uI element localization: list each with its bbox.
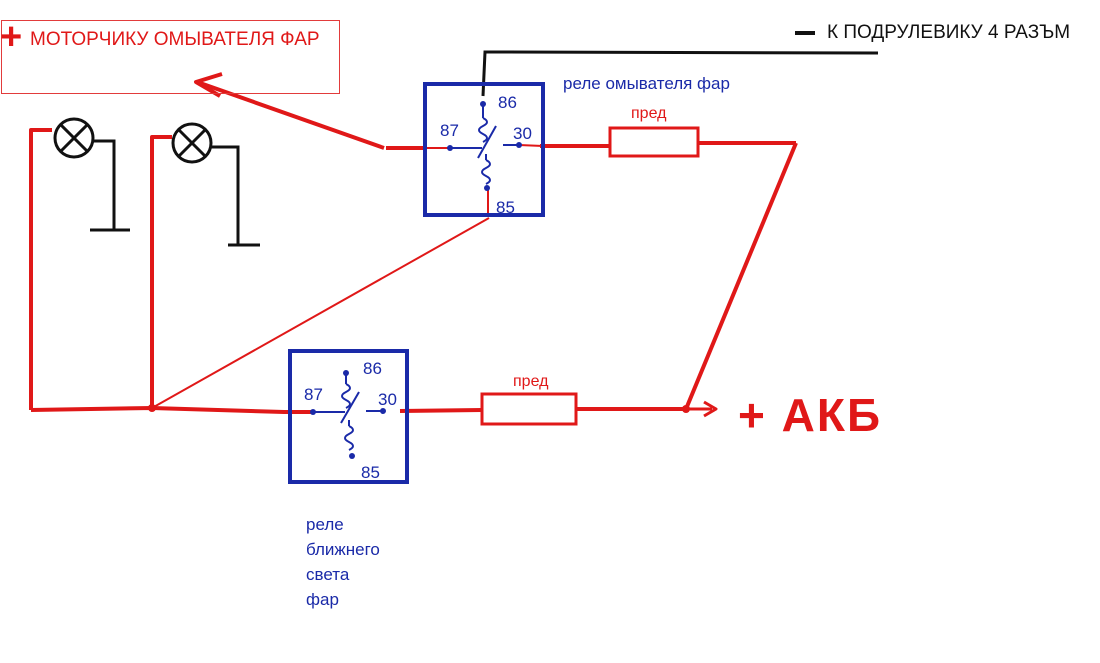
control-wire-85 (151, 217, 490, 409)
relay-low-title-line: фар (306, 590, 339, 609)
relay-washer-internals (450, 105, 519, 185)
relay-low-box (288, 349, 409, 484)
ground-wires (90, 139, 260, 247)
relay-low-title-line: реле (306, 515, 344, 534)
pin-dot (343, 370, 349, 376)
fuse-low-label: пред (513, 373, 549, 390)
relay-washer-pin-30: 30 (513, 124, 532, 143)
pin-dot (310, 409, 316, 415)
pin-dot (516, 142, 522, 148)
battery-label: + АКБ (738, 389, 883, 441)
relay-low-title-line: света (306, 565, 350, 584)
relay-washer-title: реле омывателя фар (563, 74, 730, 93)
pin-dot (484, 185, 490, 191)
relay-low-internals (313, 375, 383, 451)
relay-low-pin-87: 87 (304, 385, 323, 404)
power-wires (29, 72, 798, 418)
washer-motor-plus: + (0, 16, 23, 58)
lamp-1 (53, 117, 95, 159)
pin-dot (447, 145, 453, 151)
fuse-low-beam (480, 392, 578, 426)
lamp-2 (171, 122, 213, 164)
junction-dot (148, 404, 156, 412)
relay-low-pin-85: 85 (361, 463, 380, 482)
relay-low-pins (310, 370, 386, 459)
relay-washer-pin-86: 86 (498, 93, 517, 112)
relay-low-title-line: ближнего (306, 540, 380, 559)
pin-dot (380, 408, 386, 414)
washer-motor-box (1, 20, 340, 94)
steering-signal-wire (481, 31, 879, 97)
relay-low-pin-86: 86 (363, 359, 382, 378)
relay-washer-pin-87: 87 (440, 121, 459, 140)
relay-low-title: реле ближнего света фар (306, 512, 380, 612)
fuse-washer (608, 126, 700, 158)
relay-washer-box (423, 82, 545, 217)
junction-dot (682, 405, 690, 413)
pin-dot (480, 101, 486, 107)
junctions (148, 404, 690, 413)
washer-motor-label: МОТОРЧИКУ ОМЫВАТЕЛЯ ФАР (30, 29, 320, 50)
relay-low-pin-30: 30 (378, 390, 397, 409)
fuse-washer-label: пред (631, 105, 667, 122)
relay-washer-pin-85: 85 (496, 198, 515, 217)
relay-washer-pins (447, 101, 522, 191)
steering-label: К ПОДРУЛЕВИКУ 4 РАЗЪМ (827, 22, 1071, 43)
pin-dot (349, 453, 355, 459)
